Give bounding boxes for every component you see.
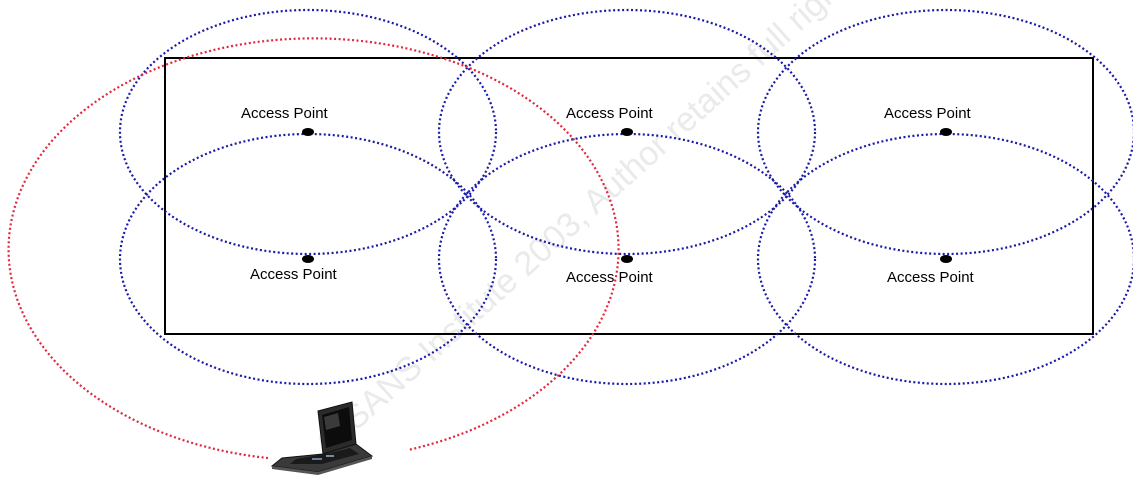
laptop-coverage-area [7, 37, 620, 460]
access-point-icon [302, 255, 314, 263]
access-point-icon [621, 255, 633, 263]
access-point-label-6: Access Point [887, 269, 975, 286]
coverage-area-ap-3 [756, 8, 1133, 256]
access-point-coverage-group [118, 8, 1133, 386]
coverage-area-ap-2 [437, 8, 817, 256]
access-point-icon [621, 128, 633, 136]
access-point-label-2: Access Point [566, 105, 654, 122]
coverage-area-ap-4 [118, 132, 498, 386]
access-point-icon [940, 255, 952, 263]
access-point-label-4: Access Point [250, 266, 338, 283]
laptop-icon [270, 401, 374, 475]
building-outline [164, 57, 1094, 335]
access-point-label-5: Access Point [566, 269, 654, 286]
access-point-icon [940, 128, 952, 136]
access-point-label-1: Access Point [241, 105, 329, 122]
coverage-area-ap-1 [118, 8, 498, 256]
access-point-label-3: Access Point [884, 105, 972, 122]
coverage-area-ap-6 [756, 132, 1133, 386]
access-point-dots [302, 128, 952, 263]
coverage-area-ap-5 [437, 132, 817, 386]
access-point-icon [302, 128, 314, 136]
